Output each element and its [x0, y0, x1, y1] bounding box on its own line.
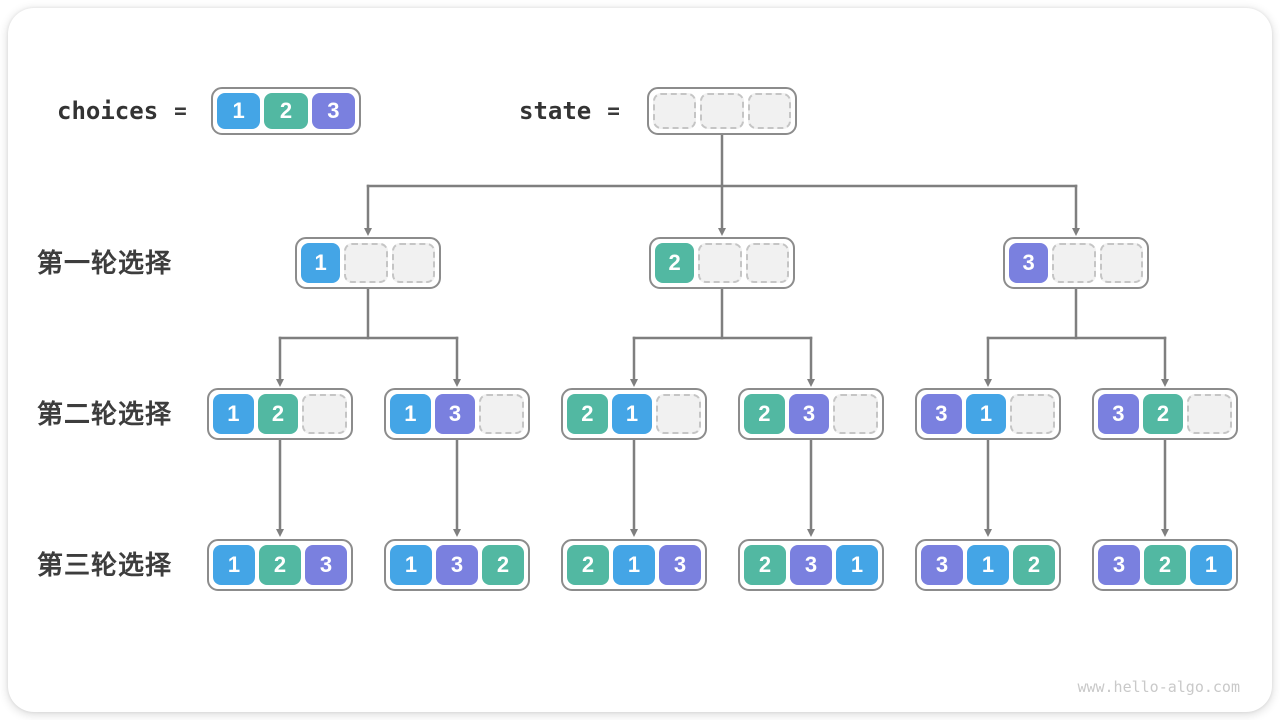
cell-empty	[1052, 243, 1096, 283]
node-round1-2: 2	[649, 237, 795, 289]
cell-empty	[391, 243, 435, 283]
cell-value: 3	[659, 545, 701, 585]
row-label-round-3: 第三轮选择	[37, 550, 173, 580]
cell-empty	[833, 394, 879, 434]
cell-value: 3	[434, 394, 476, 434]
cell-value: 2	[257, 394, 299, 434]
cell-empty	[747, 93, 791, 129]
choices-header: choices =	[57, 87, 187, 135]
cell-value: 3	[921, 545, 963, 585]
state-box	[647, 87, 797, 135]
cell-value: 1	[1190, 545, 1232, 585]
cell-value: 3	[305, 545, 347, 585]
cell-value: 1	[213, 545, 255, 585]
cell-empty	[1099, 243, 1143, 283]
cell-value: 2	[567, 394, 608, 434]
cell-value: 3	[1098, 394, 1139, 434]
cell-value: 1	[213, 394, 254, 434]
cell-value: 3	[790, 545, 832, 585]
cell-empty	[656, 394, 702, 434]
cell-value: 2	[264, 93, 308, 129]
cell-empty	[1187, 394, 1233, 434]
cell-value: 1	[390, 394, 431, 434]
cell-value: 2	[1013, 545, 1055, 585]
cell-empty	[344, 243, 388, 283]
watermark-url: www.hello-algo.com	[1077, 678, 1240, 696]
cell-value: 2	[482, 545, 524, 585]
cell-value: 1	[836, 545, 878, 585]
cell-value: 2	[655, 243, 695, 283]
cell-value: 3	[1098, 545, 1140, 585]
cell-value: 2	[259, 545, 301, 585]
cell-value: 1	[613, 545, 655, 585]
cell-empty	[700, 93, 744, 129]
cell-value: 3	[1009, 243, 1049, 283]
choices-label: choices	[57, 97, 159, 125]
choices-equals-sign: =	[174, 99, 187, 123]
cell-value: 3	[311, 93, 355, 129]
cell-value: 2	[744, 394, 785, 434]
cell-value: 3	[921, 394, 962, 434]
cell-value: 3	[788, 394, 830, 434]
state-equals-sign: =	[607, 99, 620, 123]
cell-value: 2	[744, 545, 786, 585]
cell-value: 1	[965, 394, 1007, 434]
state-label: state	[519, 97, 592, 125]
state-header: state =	[519, 87, 620, 135]
cell-value: 1	[611, 394, 653, 434]
cell-empty	[653, 93, 697, 129]
cell-value: 1	[390, 545, 432, 585]
cell-value: 2	[1142, 394, 1184, 434]
cell-empty	[698, 243, 742, 283]
row-label-round-1: 第一轮选择	[37, 248, 173, 278]
node-round1-1: 1	[295, 237, 441, 289]
cell-value: 2	[1144, 545, 1186, 585]
cell-value: 1	[217, 93, 261, 129]
cell-empty	[745, 243, 789, 283]
cell-empty	[1010, 394, 1056, 434]
row-label-round-2: 第二轮选择	[37, 399, 173, 429]
node-round1-3: 3	[1003, 237, 1149, 289]
cell-value: 1	[967, 545, 1009, 585]
cell-empty	[479, 394, 525, 434]
cell-value: 1	[301, 243, 341, 283]
cell-value: 3	[436, 545, 478, 585]
cell-value: 2	[567, 545, 609, 585]
cell-empty	[302, 394, 348, 434]
